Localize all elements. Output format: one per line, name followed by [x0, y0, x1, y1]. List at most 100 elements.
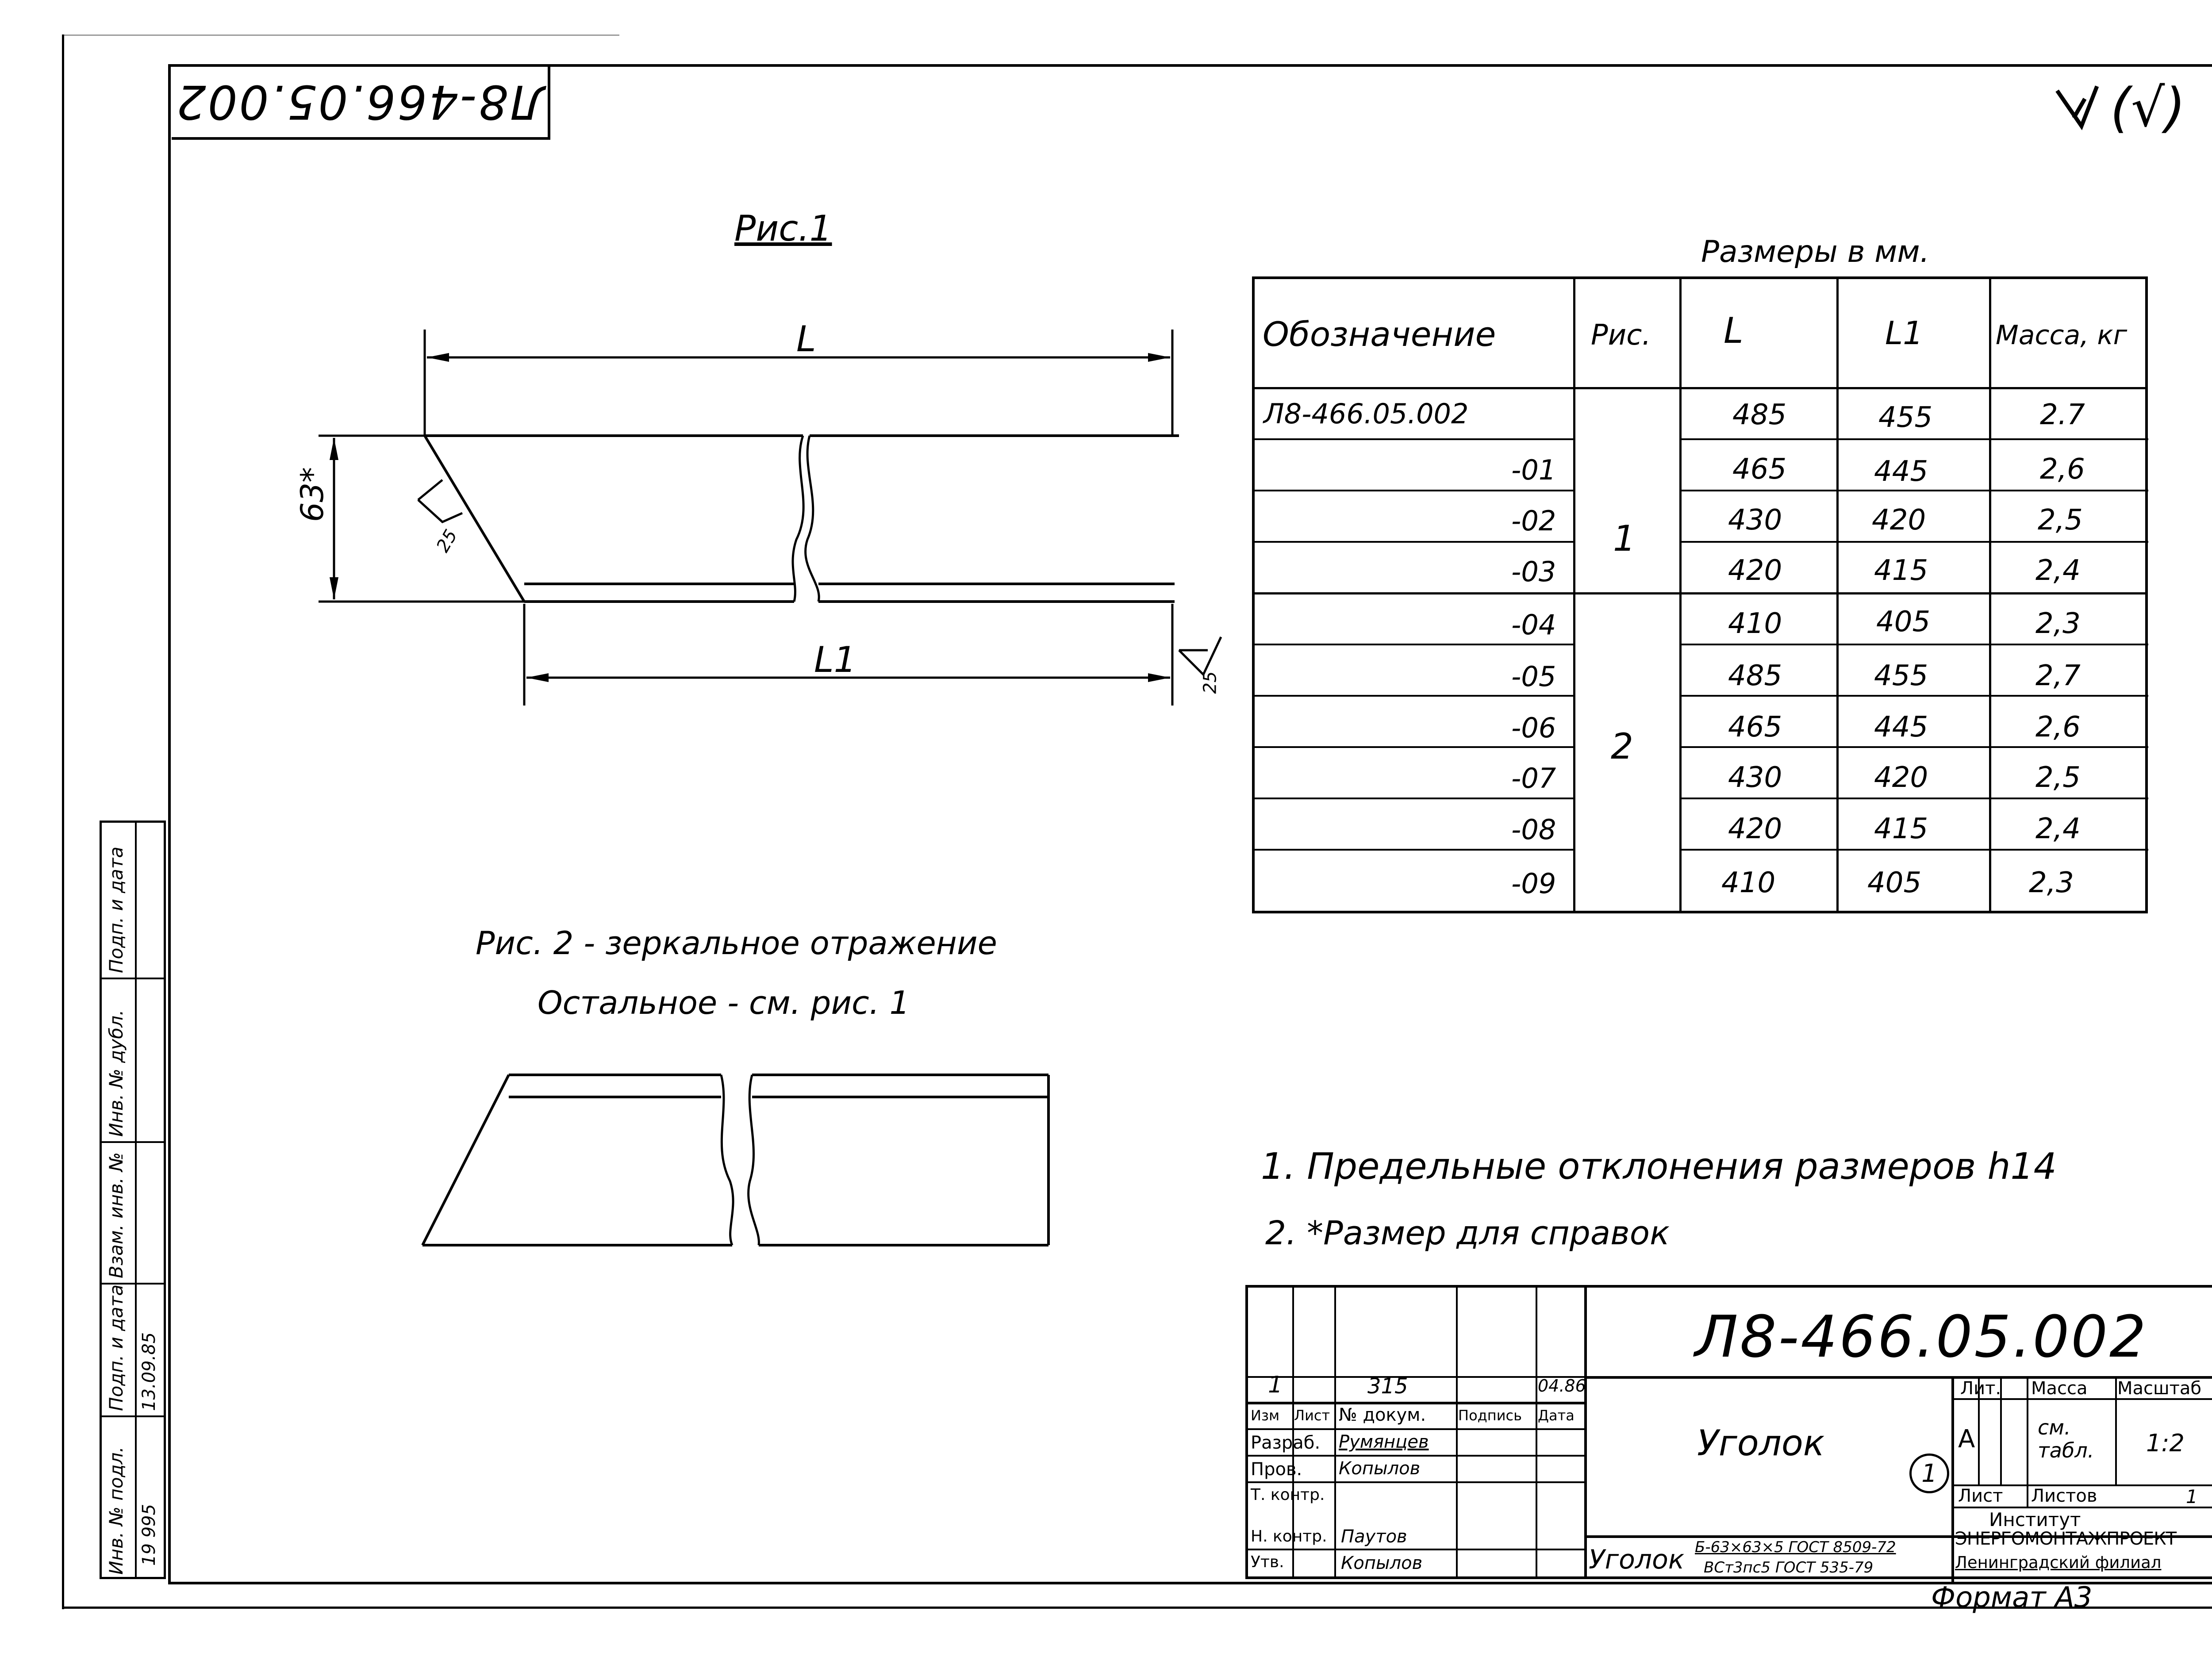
tb-role-1: Пров. — [1251, 1459, 1302, 1480]
tb-hdr-sign: Подпись — [1458, 1407, 1522, 1424]
th-mass: Масса, кг — [1996, 320, 2128, 351]
row-0-L: 485 — [1732, 399, 1787, 431]
outer-frame-top — [62, 35, 619, 36]
row-8-designation: -08 — [1511, 813, 1556, 846]
row-2-mass: 2,5 — [2038, 504, 2083, 537]
row-7-L1: 420 — [1874, 761, 1928, 794]
format-label: Формат А3 — [1931, 1581, 2093, 1614]
row-5-designation: -05 — [1511, 660, 1556, 693]
tb-sheet-label: Лист — [1958, 1486, 2003, 1506]
row-6-L: 465 — [1728, 711, 1782, 744]
row-4-designation: -04 — [1511, 609, 1556, 641]
row-1-designation: -01 — [1511, 454, 1556, 486]
tb-hdr-doc: № докум. — [1339, 1405, 1426, 1425]
row-3-mass: 2,4 — [2035, 554, 2081, 587]
tb-mass-label: Масса — [2031, 1378, 2088, 1399]
side-label-vzam: Взам. инв. № — [105, 1152, 127, 1278]
side-label-podp-1: Подп. и дата — [105, 1284, 127, 1411]
outer-frame-bottom — [62, 1607, 2212, 1609]
row-5-L: 485 — [1728, 660, 1782, 692]
row-3-L: 420 — [1728, 554, 1782, 587]
row-7-mass: 2,5 — [2035, 761, 2081, 794]
outer-frame-left — [62, 35, 64, 1609]
row-9-L: 410 — [1721, 867, 1776, 899]
fig-group-2: 2 — [1611, 726, 1633, 767]
tb-role-0: Разраб. — [1251, 1433, 1321, 1453]
row-8-mass: 2,4 — [2035, 813, 2081, 845]
title-block: Л8-466.05.002 1 315 04.86 Изм Лист № док… — [1245, 1285, 2212, 1582]
row-4-L: 410 — [1728, 607, 1782, 640]
row-2-L1: 420 — [1872, 504, 1926, 537]
row-1-mass: 2,6 — [2040, 453, 2085, 486]
tb-role-3: Н. контр. — [1251, 1527, 1327, 1545]
roughness-general-text: (√) — [2110, 77, 2186, 139]
row-8-L1: 415 — [1874, 813, 1928, 845]
row-3-L1: 415 — [1874, 554, 1928, 587]
row-5-L1: 455 — [1874, 660, 1928, 692]
fig1-bevel — [423, 435, 526, 602]
th-fig: Рис. — [1591, 319, 1651, 352]
note-2: 2. *Размер для справок — [1265, 1214, 1670, 1252]
top-code-stamp: Л8-466.05.002 — [172, 66, 550, 140]
tb-sheets-label: Листов — [2031, 1486, 2097, 1506]
tb-role-0-name: Румянцев — [1339, 1432, 1429, 1452]
row-4-L1: 405 — [1876, 606, 1931, 638]
row-8-L: 420 — [1728, 813, 1782, 845]
tb-change-circle-num: 1 — [1921, 1459, 1937, 1488]
row-1-L1: 445 — [1874, 455, 1928, 488]
tb-change-num: 1 — [1268, 1372, 1283, 1398]
side-date-value: 13.09.85 — [139, 1332, 159, 1411]
tb-role-2: Т. контр. — [1251, 1486, 1325, 1504]
tb-lit-label: Лит. — [1960, 1378, 2001, 1399]
tb-role-3-name: Паутов — [1341, 1526, 1407, 1547]
row-9-designation: -09 — [1511, 867, 1556, 900]
tb-org-line2: ЭНЕРГОМОНТАЖПРОЕКТ — [1955, 1529, 2177, 1549]
tb-hdr-list: Лист — [1294, 1407, 1330, 1424]
row-9-mass: 2,3 — [2029, 867, 2074, 899]
table-caption: Размеры в мм. — [1701, 234, 1930, 269]
tb-scale-value: 1:2 — [2146, 1429, 2185, 1457]
th-designation: Обозначение — [1263, 314, 1496, 354]
roughness-check-icon — [2055, 85, 2099, 130]
tb-material-bottom: ВСт3пс5 ГОСТ 535-79 — [1704, 1559, 1874, 1576]
tb-hdr-izm: Изм — [1251, 1407, 1280, 1424]
row-1-L: 465 — [1732, 453, 1787, 486]
tb-material-prefix: Уголок — [1589, 1544, 1685, 1575]
fig2-bevel — [421, 1074, 510, 1246]
tb-scale-label: Масштаб — [2117, 1378, 2202, 1399]
tb-hdr-date: Дата — [1538, 1407, 1575, 1424]
row-5-mass: 2,7 — [2035, 660, 2081, 692]
roughness-general-mark: (√) — [2048, 73, 2212, 139]
tb-change-circle: 1 — [1909, 1453, 1949, 1493]
row-6-L1: 445 — [1874, 711, 1928, 744]
fig1-title: Рис.1 — [734, 208, 832, 249]
tb-code: Л8-466.05.002 — [1695, 1303, 2148, 1370]
tb-role-4-name: Копылов — [1341, 1553, 1423, 1573]
row-6-designation: -06 — [1511, 712, 1556, 744]
tb-role-1-name: Копылов — [1339, 1458, 1421, 1479]
row-6-mass: 2,6 — [2035, 711, 2081, 744]
side-inv-value: 19 995 — [139, 1504, 159, 1566]
tb-change-doc: 315 — [1367, 1374, 1408, 1399]
side-label-inv-dubl: Инв. № дубл. — [105, 1009, 127, 1137]
sizes-table: Обозначение Рис. L L1 Масса, кг 1 2 Л8-4… — [1252, 276, 2148, 913]
tb-mass-value: см. табл. — [2038, 1415, 2094, 1462]
drawing-frame — [168, 64, 2212, 1584]
row-0-L1: 455 — [1878, 401, 1933, 434]
row-7-designation: -07 — [1511, 762, 1556, 794]
fig2-note-line1: Рис. 2 - зеркальное отражение — [476, 924, 997, 962]
row-2-designation: -02 — [1511, 505, 1556, 537]
side-label-podp-2: Подп. и дата — [105, 846, 127, 973]
row-4-mass: 2,3 — [2035, 607, 2081, 640]
row-0-designation: Л8-466.05.002 — [1263, 398, 1469, 430]
fig1-dim-L: L — [796, 318, 816, 360]
tb-change-date: 04.86 — [1538, 1376, 1586, 1396]
tb-lit-value: А — [1958, 1425, 1975, 1453]
fig1-dim-L1: L1 — [814, 639, 856, 680]
fig2-note-line2: Остальное - см. рис. 1 — [538, 984, 910, 1021]
side-stamp: Инв. № подл. Подп. и дата Взам. инв. № И… — [100, 821, 166, 1579]
tb-material-top: Б-63×63×5 ГОСТ 8509-72 — [1695, 1538, 1896, 1556]
row-9-L1: 405 — [1867, 867, 1922, 899]
